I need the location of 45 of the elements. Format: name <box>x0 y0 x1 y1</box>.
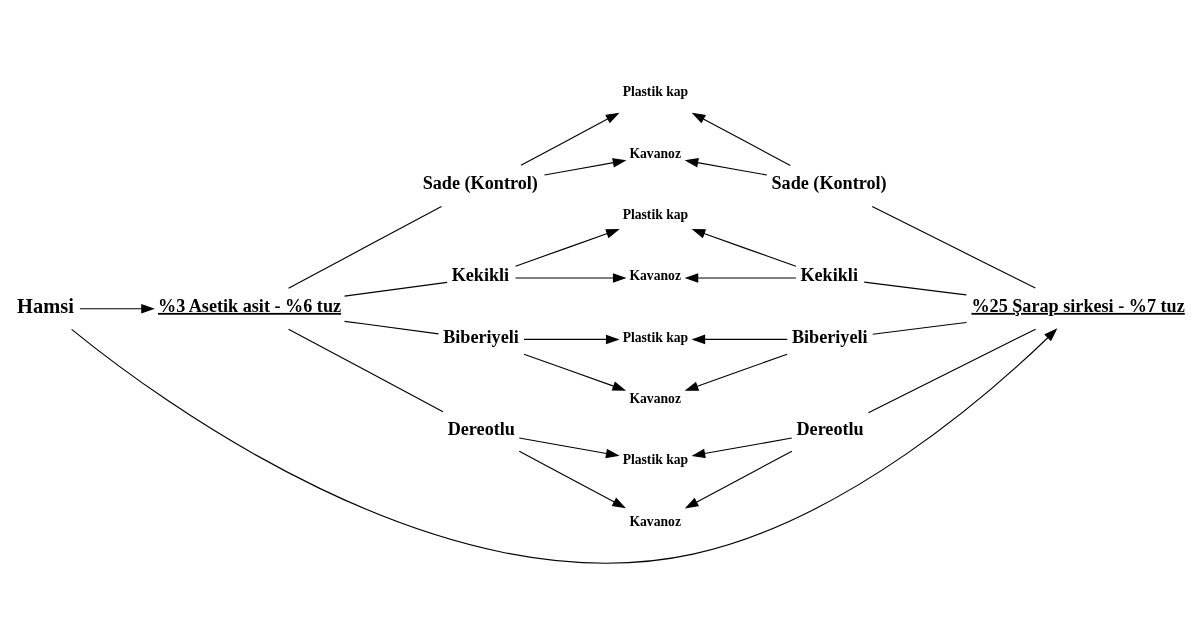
connector <box>872 321 967 335</box>
node-text: %3 Asetik asit - %6 tuz <box>157 295 342 316</box>
arrow <box>71 328 1058 564</box>
node-text: Kekikli <box>451 265 510 286</box>
node-text: Sade (Kontrol) <box>771 173 887 194</box>
node-text: Hamsi <box>17 294 74 317</box>
node-text: Dereotlu <box>447 418 515 439</box>
arrow <box>543 158 627 176</box>
arrow <box>684 158 768 176</box>
node-text: Kavanoz <box>629 268 681 284</box>
arrow <box>684 273 797 283</box>
arrow <box>79 303 155 314</box>
arrow <box>518 450 626 509</box>
arrow <box>523 353 627 391</box>
arrow <box>691 229 797 267</box>
node-text: Plastik kap <box>622 207 689 223</box>
arrow <box>514 229 620 267</box>
arrow <box>691 437 793 459</box>
connector <box>344 320 440 335</box>
arrow <box>518 437 620 459</box>
arrow <box>520 112 620 166</box>
connector <box>287 328 444 413</box>
connector <box>867 328 1037 414</box>
node-text: Biberiyeli <box>443 326 519 347</box>
node-text: Plastik kap <box>622 84 689 100</box>
node-text: Kekikli <box>800 265 858 286</box>
node-text: %25 Şarap sirkesi - %7 tuz <box>971 295 1185 316</box>
connector <box>344 281 448 297</box>
node-text: Biberiyeli <box>791 326 868 347</box>
connector <box>863 281 967 296</box>
node-text: Sade (Kontrol) <box>422 173 538 194</box>
connector <box>287 206 442 289</box>
node-text: Kavanoz <box>629 145 681 161</box>
node-text: Plastik kap <box>622 329 689 345</box>
arrow <box>691 112 791 166</box>
connector <box>871 206 1036 289</box>
node-text: Plastik kap <box>622 452 689 468</box>
arrow <box>684 353 788 391</box>
node-text: Kavanoz <box>629 391 681 407</box>
arrow <box>523 334 620 345</box>
arrow <box>684 450 793 509</box>
arrow <box>514 273 627 283</box>
node-text: Kavanoz <box>629 513 681 529</box>
arrow <box>691 334 788 345</box>
node-text: Dereotlu <box>796 418 864 439</box>
